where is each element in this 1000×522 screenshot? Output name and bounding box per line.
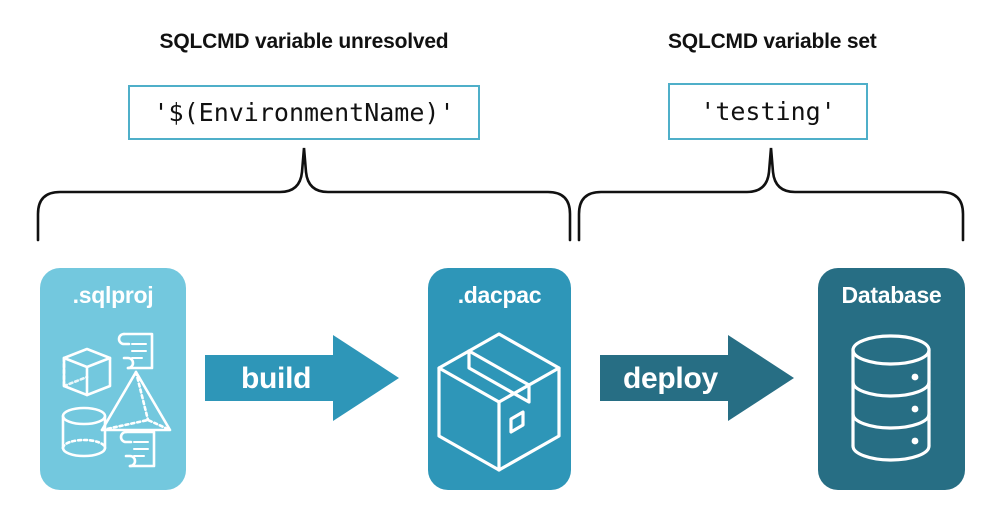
card-database-title: Database <box>841 282 942 308</box>
card-sqlproj-art <box>40 320 186 484</box>
card-dacpac-title: .dacpac <box>457 282 542 308</box>
group-header-unresolved: SQLCMD variable unresolved <box>159 30 449 53</box>
pyramid-icon <box>100 370 172 432</box>
code-box-set: 'testing' <box>668 83 868 140</box>
cube-icon <box>62 347 112 397</box>
card-database[interactable]: Database <box>818 268 965 490</box>
arrow-deploy <box>600 333 795 428</box>
group-header-set: SQLCMD variable set <box>668 30 877 53</box>
code-box-unresolved: '$(EnvironmentName)' <box>128 85 480 140</box>
card-dacpac-art <box>428 320 571 484</box>
package-box-icon <box>437 332 561 472</box>
card-database-art <box>818 320 965 484</box>
card-sqlproj-title: .sqlproj <box>72 282 154 308</box>
card-sqlproj[interactable]: .sqlproj <box>40 268 186 490</box>
arrow-build <box>205 333 400 428</box>
card-dacpac[interactable]: .dacpac <box>428 268 571 490</box>
cylinder-icon <box>61 406 107 458</box>
scroll-icon <box>119 430 156 468</box>
arrow-deploy-label: deploy <box>623 362 718 395</box>
brace-unresolved <box>30 146 578 247</box>
database-cylinder-icon <box>851 334 931 462</box>
arrow-build-label: build <box>241 362 312 395</box>
scroll-icon <box>117 332 154 370</box>
brace-set <box>572 146 970 247</box>
